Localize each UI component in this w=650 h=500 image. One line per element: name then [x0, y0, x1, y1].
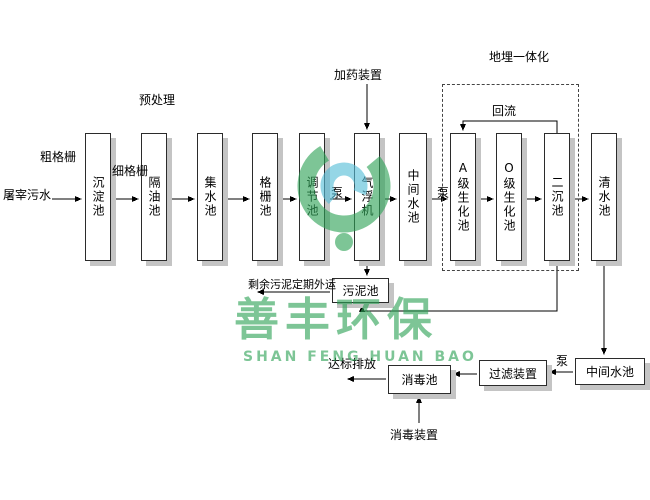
reflux-label: 回流	[492, 104, 517, 118]
tank-label: 污泥池	[342, 284, 379, 298]
tank-secondary-sedimentation: 二沉池	[544, 133, 570, 261]
tank-o-biochemical: O级生化池	[496, 133, 522, 261]
tank-label: 气浮机	[360, 176, 374, 218]
tank-label: 格栅池	[258, 176, 272, 218]
tank-label: 隔油池	[147, 176, 161, 218]
flow-arrow-secondary-sludge	[359, 262, 558, 312]
tank-oil-separation: 隔油池	[141, 133, 167, 261]
buried-integration-label: 地埋一体化	[489, 50, 550, 64]
tank-label: 调节池	[305, 176, 319, 218]
tank-label: 二沉池	[550, 176, 564, 218]
fine-screen-label: 细格栅	[112, 164, 149, 178]
tank-clear-water: 清水池	[591, 133, 617, 261]
disinfection-device-label: 消毒装置	[390, 428, 439, 442]
pump-label-2: 泵	[437, 186, 450, 200]
influent-label: 屠宰污水	[3, 188, 52, 202]
tank-collecting: 集水池	[197, 133, 223, 261]
tank-a-biochemical: A级生化池	[450, 133, 476, 261]
tank-intermediate: 中间水池	[399, 133, 427, 261]
pump-label-1: 泵	[331, 186, 344, 200]
tank-label: 过滤装置	[488, 366, 537, 381]
tank-label: A级生化池	[456, 161, 470, 233]
tank-label: 消毒池	[401, 373, 438, 387]
dosing-device-label: 加药装置	[334, 68, 383, 82]
coarse-screen-label: 粗格栅	[40, 150, 77, 164]
tank-disinfection: 消毒池	[388, 365, 451, 394]
tank-label: 中间水池	[406, 169, 420, 225]
discharge-label: 达标排放	[328, 357, 377, 371]
device-filter: 过滤装置	[479, 360, 547, 386]
tank-sludge: 污泥池	[332, 278, 389, 303]
tank-label: 中间水池	[585, 365, 634, 379]
pump-label-3: 泵	[556, 354, 569, 368]
tank-air-flotation: 气浮机	[354, 133, 380, 261]
tank-label: 沉淀池	[91, 176, 105, 218]
flow-arrow-reflux	[460, 120, 558, 133]
tank-intermediate-2: 中间水池	[575, 358, 645, 385]
tank-sedimentation: 沉淀池	[85, 133, 111, 261]
buried-integration-zone	[442, 84, 579, 271]
tank-regulating: 调节池	[299, 133, 325, 261]
tank-screen: 格栅池	[252, 133, 278, 261]
sludge-out-label: 剩余污泥定期外运	[248, 278, 336, 291]
tank-label: 集水池	[203, 176, 217, 218]
pretreatment-label: 预处理	[139, 93, 176, 107]
tank-label: 清水池	[597, 176, 611, 218]
tank-label: O级生化池	[502, 161, 516, 233]
